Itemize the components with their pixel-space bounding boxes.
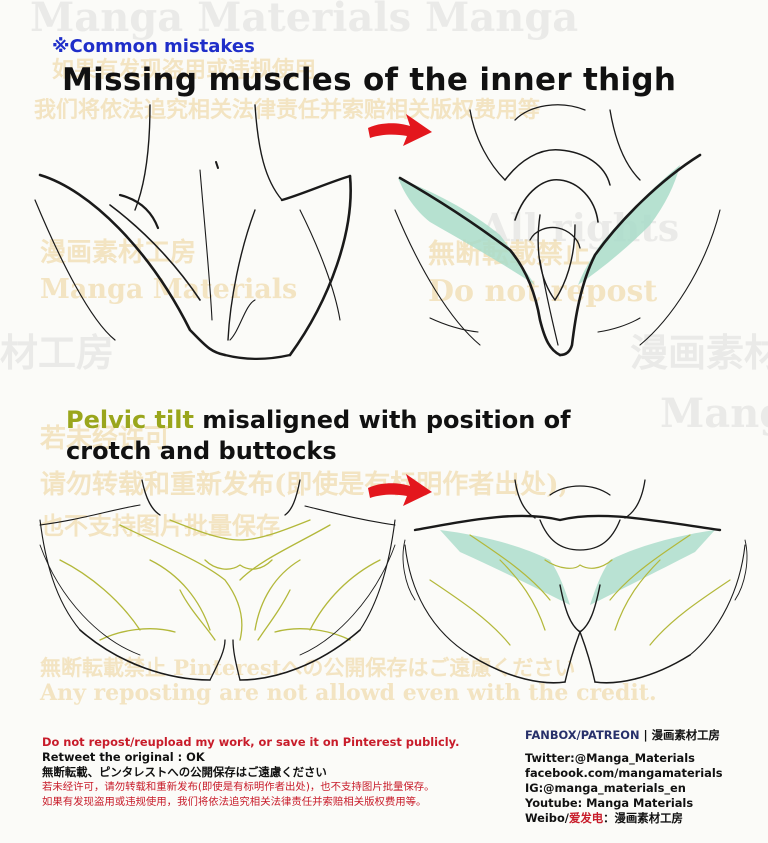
footer-notice: Do not repost/reupload my work, or save …: [42, 735, 522, 810]
weibo-link[interactable]: Weibo/爱发电：漫画素材工房: [525, 811, 760, 826]
red-arrow-icon: [368, 114, 432, 146]
panel-2-correct: [394, 104, 721, 357]
heading-pelvic-tilt: Pelvic tilt misaligned with position of …: [66, 405, 706, 467]
header-separator: |: [639, 728, 652, 742]
youtube-link[interactable]: Youtube: Manga Materials: [525, 796, 694, 810]
heading-line-2: crotch and buttocks: [66, 437, 337, 465]
notice-line-1: Do not repost/reupload my work, or save …: [42, 735, 460, 749]
common-mistakes-note: ※Common mistakes: [52, 36, 255, 57]
heading-highlight: Pelvic tilt: [66, 406, 194, 434]
weibo-afdian: 爱发电: [568, 811, 604, 825]
social-header: FANBOX/PATREON | 漫画素材工房: [525, 728, 760, 743]
fanbox-patreon-link[interactable]: FANBOX/PATREON: [525, 728, 640, 742]
heading-line-1-rest: misaligned with position of: [193, 406, 571, 434]
twitter-link[interactable]: Twitter:@Manga_Materials: [525, 751, 695, 765]
instagram-link[interactable]: IG:@manga_materials_en: [525, 781, 686, 795]
panel-3-wrong: [39, 479, 396, 681]
header-studio: 漫画素材工房: [651, 728, 720, 742]
notice-line-4: 若未经许可，请勿转载和重新发布(即使是有标明作者出处)，也不支持图片批量保存。: [42, 781, 435, 793]
footer-social: FANBOX/PATREON | 漫画素材工房 Twitter:@Manga_M…: [525, 728, 760, 826]
notice-line-2: Retweet the original : OK: [42, 750, 205, 764]
panel-4-correct: [402, 479, 748, 684]
notice-line-5: 如果有发现盗用或违规使用，我们将依法追究相关法律责任并索赔相关版权费用等。: [42, 796, 427, 808]
facebook-link[interactable]: facebook.com/mangamaterials: [525, 766, 723, 780]
notice-line-3: 無断転載、ピンタレストへの公開保存はご遠慮ください: [42, 765, 327, 779]
red-arrow-icon: [368, 474, 432, 506]
panel-1-wrong: [34, 104, 352, 360]
weibo-studio: ：漫画素材工房: [603, 811, 683, 825]
weibo-label: Weibo/: [525, 811, 569, 825]
heading-missing-muscles: Missing muscles of the inner thigh: [62, 62, 677, 98]
